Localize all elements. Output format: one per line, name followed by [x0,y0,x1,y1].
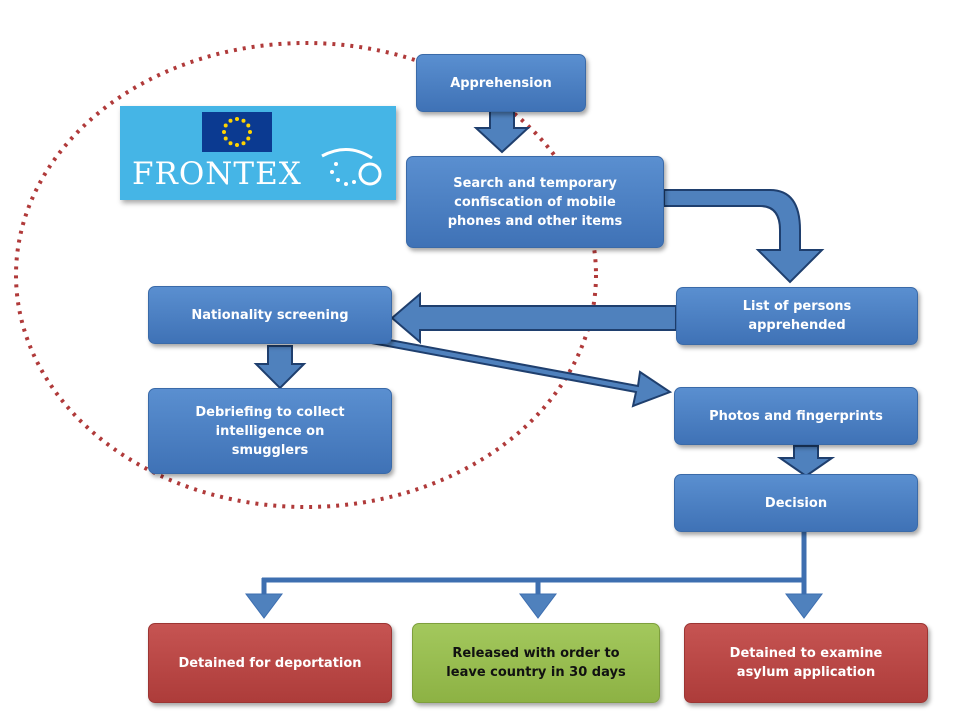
highlight-dotted-circle [14,41,598,509]
outcome-arrowheads [245,593,823,619]
node-debriefing: Debriefing to collect intelligence on sm… [148,388,392,474]
node-search-confiscation: Search and temporary confiscation of mob… [406,156,664,248]
node-nationality-screening: Nationality screening [148,286,392,344]
arrow-list-to-nationality [390,291,677,345]
frontex-logo: FRONTEX [120,106,396,200]
frontex-logo-text: FRONTEX [132,156,302,192]
node-photos-fingerprints: Photos and fingerprints [674,387,918,445]
node-list-of-persons: List of persons apprehended [676,287,918,345]
decision-connector [261,532,807,596]
arrow-apprehension-to-search [473,109,531,154]
node-released-order: Released with order to leave country in … [412,623,660,703]
arrow-search-to-list [663,189,825,284]
arrow-photos-to-decision [776,445,836,478]
frontex-swoosh-icon [321,148,382,186]
node-decision: Decision [674,474,918,532]
eu-flag-icon [202,112,272,152]
node-detained-deportation: Detained for deportation [148,623,392,703]
node-apprehension: Apprehension [416,54,586,112]
arrow-nationality-to-photos [364,334,673,408]
node-detained-asylum: Detained to examine asylum application [684,623,928,703]
arrow-nationality-to-debriefing [253,345,307,390]
